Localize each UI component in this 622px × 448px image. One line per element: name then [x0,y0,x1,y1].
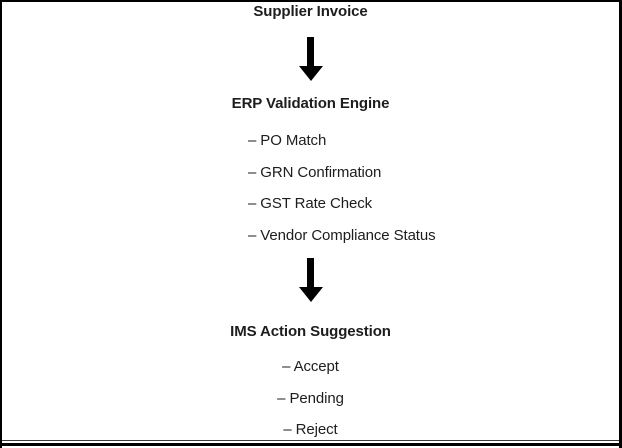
ims-action-item-list: – Accept – Pending – Reject [2,351,619,446]
down-arrow-icon [2,258,619,302]
list-item-pending: – Pending [277,389,344,407]
list-item-accept: – Accept [282,358,339,375]
erp-validation-item-list: – PO Match – GRN Confirmation – GST Rate… [248,125,436,252]
list-item-grn-confirmation: – GRN Confirmation [248,163,382,181]
down-arrow-stem [307,258,314,287]
node-title-ims-action-suggestion: IMS Action Suggestion [230,323,391,340]
list-item-vendor-compliance-status: – Vendor Compliance Status [248,227,436,245]
list-item-po-match: – PO Match [248,132,327,149]
node-title-erp-validation-engine: ERP Validation Engine [231,95,390,112]
down-arrow-stem [307,37,314,66]
list-item-gst-rate-check: – GST Rate Check [248,195,373,213]
bottom-rule-thick [2,443,619,446]
down-arrow-icon [2,37,619,81]
bottom-rule-thin [2,440,619,441]
down-arrow-head [298,287,323,302]
node-title-supplier-invoice: Supplier Invoice [253,3,368,20]
down-arrow-head [298,66,323,81]
list-item-reject: – Reject [283,421,338,439]
